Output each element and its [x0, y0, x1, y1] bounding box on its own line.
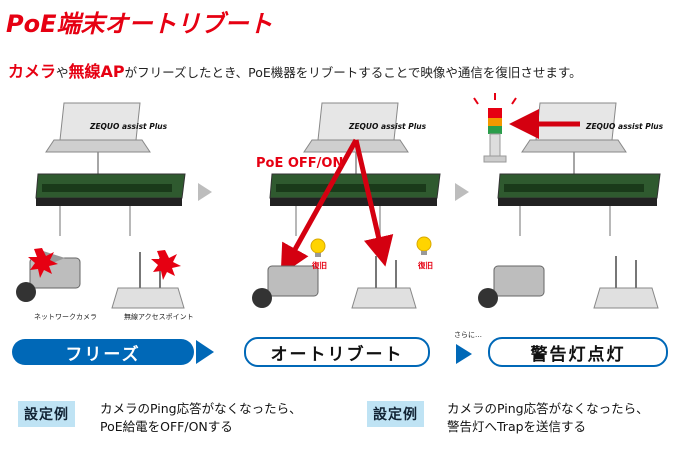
panel-2-arrow-ap: [353, 139, 394, 267]
step-arrow-2: [456, 344, 472, 364]
example-2-line-1: カメラのPing応答がなくなったら、: [447, 401, 649, 416]
recover-label-ap: 復旧: [418, 261, 433, 270]
example-2-tag: 設定例: [367, 401, 424, 427]
panel-1-switch: [35, 173, 186, 206]
poe-off-on-label: PoE OFF/ON: [256, 156, 344, 171]
panel-1-laptop-label: ZEQUO assist Plus: [90, 122, 168, 131]
example-1-line-1: カメラのPing応答がなくなったら、: [100, 401, 302, 416]
panel-1-laptop: [45, 102, 151, 153]
step-autoreboot: オートリブート: [244, 337, 430, 367]
ap-caption: 無線アクセスポイント: [124, 313, 194, 321]
panel-arrow-2: [455, 183, 469, 201]
step-arrow-1: [196, 340, 214, 364]
panel-3-warning-light: [473, 93, 517, 163]
panel-3-laptop-label: ZEQUO assist Plus: [586, 122, 664, 131]
panel-1-cables: [59, 206, 131, 236]
example-1-tag: 設定例: [18, 401, 75, 427]
example-2-line-2: 警告灯へTrapを送信する: [447, 419, 587, 434]
subtitle-camera: カメラ: [8, 62, 57, 81]
panel-2-arrow-camera: [280, 138, 359, 276]
panel-2-camera: [252, 265, 319, 308]
panel-arrow-1: [198, 183, 212, 201]
subtitle-ya: や: [56, 65, 69, 80]
panel-3-camera: [478, 265, 545, 308]
step-warning-light: 警告灯点灯: [488, 337, 668, 367]
subtitle-musen: 無線AP: [68, 62, 125, 81]
page-title: PoE端末オートリブート: [6, 10, 273, 38]
subtitle: カメラや無線APがフリーズしたとき、PoE機器をリブートすることで映像や通信を復…: [8, 58, 582, 82]
panel-1-freeze-burst-camera: [28, 248, 58, 278]
panel-2-bulb-ap: [416, 236, 432, 255]
panel-3-cables: [519, 206, 611, 236]
panel-2-switch: [269, 173, 441, 206]
step-freeze: フリーズ: [12, 339, 194, 365]
camera-caption: ネットワークカメラ: [34, 313, 97, 321]
panel-2-cables: [295, 206, 381, 236]
subtitle-rest: がフリーズしたとき、PoE機器をリブートすることで映像や通信を復旧させます。: [124, 65, 582, 80]
sarani-label: さらに…: [454, 331, 482, 339]
panel-1-ap: [111, 252, 185, 309]
panel-3-ap: [593, 256, 659, 309]
panel-1-freeze-burst-ap: [151, 250, 181, 280]
panel-2-bulb-camera: [310, 238, 326, 257]
panel-2-laptop-label: ZEQUO assist Plus: [349, 122, 427, 131]
recover-label-camera: 復旧: [312, 261, 327, 270]
panel-3-switch: [497, 173, 661, 206]
panel-2-ap: [351, 256, 417, 309]
example-1-line-2: PoE給電をOFF/ONする: [100, 419, 233, 434]
